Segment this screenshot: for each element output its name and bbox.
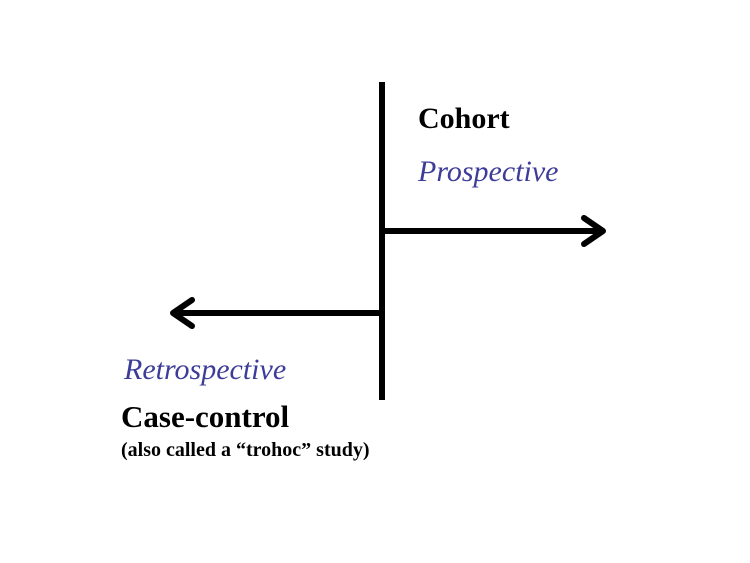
case-control-title: Case-control bbox=[121, 399, 290, 434]
prospective-label: Prospective bbox=[418, 155, 559, 188]
retrospective-label: Retrospective bbox=[124, 353, 287, 386]
prospective-arrow-head bbox=[581, 215, 606, 247]
retrospective-arrow-head bbox=[170, 297, 195, 329]
case-control-note: (also called a “trohoc” study) bbox=[121, 439, 370, 461]
cohort-title: Cohort bbox=[418, 102, 510, 135]
